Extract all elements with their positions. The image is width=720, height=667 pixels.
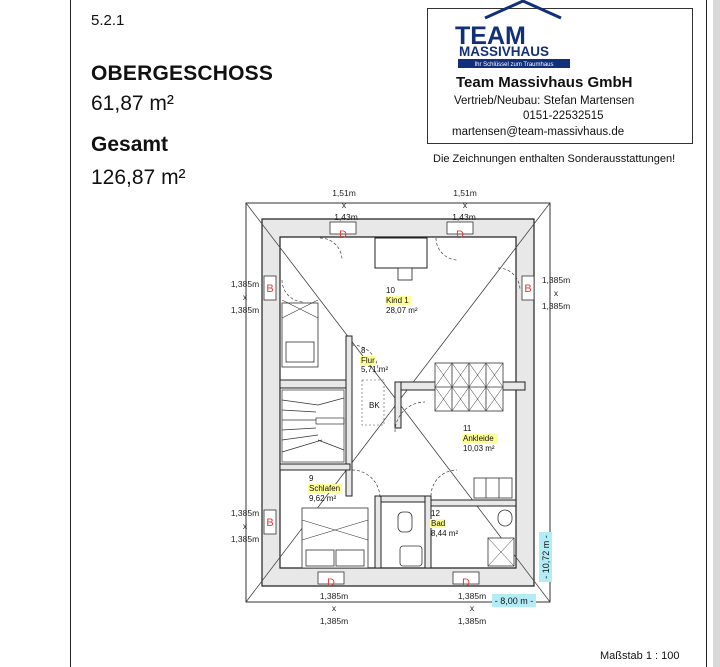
svg-text:x: x <box>342 200 347 210</box>
svg-text:1,43m: 1,43m <box>452 212 476 222</box>
room-number: 12 <box>431 509 440 518</box>
scale-label: Maßstab 1 : 100 <box>600 650 680 662</box>
roof-window-marker: B <box>266 283 273 295</box>
svg-text:x: x <box>554 288 559 298</box>
wardrobe-shelves <box>434 362 513 499</box>
room-number: 11 <box>463 424 472 433</box>
svg-text:1,385m: 1,385m <box>231 508 259 518</box>
svg-text:1,385m: 1,385m <box>320 591 348 601</box>
drawing-sheet <box>70 0 707 667</box>
door-swings <box>281 237 521 499</box>
chimney <box>374 237 428 269</box>
svg-text:1,385m: 1,385m <box>458 616 486 626</box>
room-name: Schlafen <box>309 484 340 493</box>
svg-text:Ihr Schlüssel zum Traumhaus: Ihr Schlüssel zum Traumhaus <box>474 62 553 68</box>
width-dimension-box <box>492 594 536 607</box>
room-area: 10,03 m² <box>463 444 495 453</box>
room-number: 8 <box>361 346 366 355</box>
dormer-marker: D <box>327 577 335 589</box>
svg-text:x: x <box>243 521 248 531</box>
staircase <box>281 389 345 463</box>
room-area: 28,07 m² <box>386 306 418 315</box>
exterior-wall <box>261 218 535 587</box>
total-area: 126,87 m² <box>91 166 186 189</box>
room-number: 10 <box>386 286 395 295</box>
svg-text:1,385m: 1,385m <box>231 305 259 315</box>
sheet-margin <box>713 0 720 667</box>
svg-text:1,51m: 1,51m <box>453 188 477 198</box>
floor-title: OBERGESCHOSS <box>91 62 274 85</box>
svg-text:MASSIVHAUS: MASSIVHAUS <box>459 44 549 59</box>
room-name: Flur <box>361 356 375 365</box>
email-address: martensen@team-massivhaus.de <box>452 126 625 138</box>
svg-text:1,385m: 1,385m <box>542 275 570 285</box>
room-area: 8,44 m² <box>431 529 458 538</box>
svg-text:1,385m: 1,385m <box>320 616 348 626</box>
total-label: Gesamt <box>91 133 169 156</box>
svg-text:x: x <box>470 603 475 613</box>
room-name: Bad <box>431 519 445 528</box>
phone-number: 0151-22532515 <box>523 110 604 122</box>
company-name: Team Massivhaus GmbH <box>456 74 633 91</box>
width-total: - 8,00 m - <box>495 596 534 606</box>
depth-total: - 10,72 m - <box>541 535 551 579</box>
bk-label: BK <box>369 401 380 410</box>
section-number: 5.2.1 <box>91 12 125 29</box>
svg-text:1,385m: 1,385m <box>231 534 259 544</box>
svg-text:x: x <box>332 603 337 613</box>
roof-outline <box>245 202 551 603</box>
bed-schlafen <box>301 507 369 569</box>
room-labels: 10 Kind 1 28,07 m² 8 Flur 5,71 m² BK 11 … <box>308 286 498 538</box>
dimension-labels: 1,51m x 1,43m 1,51m x 1,43m 1,385m x 1,3… <box>231 188 570 626</box>
dormer-marker: D <box>462 577 470 589</box>
company-info-box <box>427 8 693 144</box>
svg-text:TEAM: TEAM <box>455 22 526 50</box>
chimney-flue <box>397 267 413 281</box>
depth-dimension-box <box>539 532 552 582</box>
window-markers: D D B B B D D <box>263 221 535 589</box>
special-equipment-note: Die Zeichnungen enthalten Sonderausstatt… <box>433 153 676 165</box>
dormer-marker: D <box>456 229 464 241</box>
svg-text:1,385m: 1,385m <box>542 301 570 311</box>
sales-contact: Vertrieb/Neubau: Stefan Martensen <box>454 95 635 107</box>
svg-text:1,385m: 1,385m <box>231 279 259 289</box>
svg-text:x: x <box>243 292 248 302</box>
roof-window-marker: B <box>266 517 273 529</box>
bathroom-fixtures <box>397 509 515 567</box>
room-name: Ankleide <box>463 434 494 443</box>
room-number: 9 <box>309 474 314 483</box>
roof-window-marker: B <box>524 283 531 295</box>
svg-text:x: x <box>463 200 468 210</box>
hidden-lines <box>361 379 385 426</box>
svg-text:1,385m: 1,385m <box>458 591 486 601</box>
room-name: Kind 1 <box>386 296 409 305</box>
roof-lines <box>245 202 551 603</box>
bed-kind1 <box>281 299 319 368</box>
room-area: 9,62 m² <box>309 494 336 503</box>
company-logo: TEAM MASSIVHAUS Ihr Schlüssel zum Traumh… <box>455 0 570 68</box>
floor-area: 61,87 m² <box>91 92 174 115</box>
dormer-marker: D <box>339 229 347 241</box>
svg-text:1,43m: 1,43m <box>334 212 358 222</box>
room-area: 5,71 m² <box>361 365 388 374</box>
svg-text:1,51m: 1,51m <box>332 188 356 198</box>
